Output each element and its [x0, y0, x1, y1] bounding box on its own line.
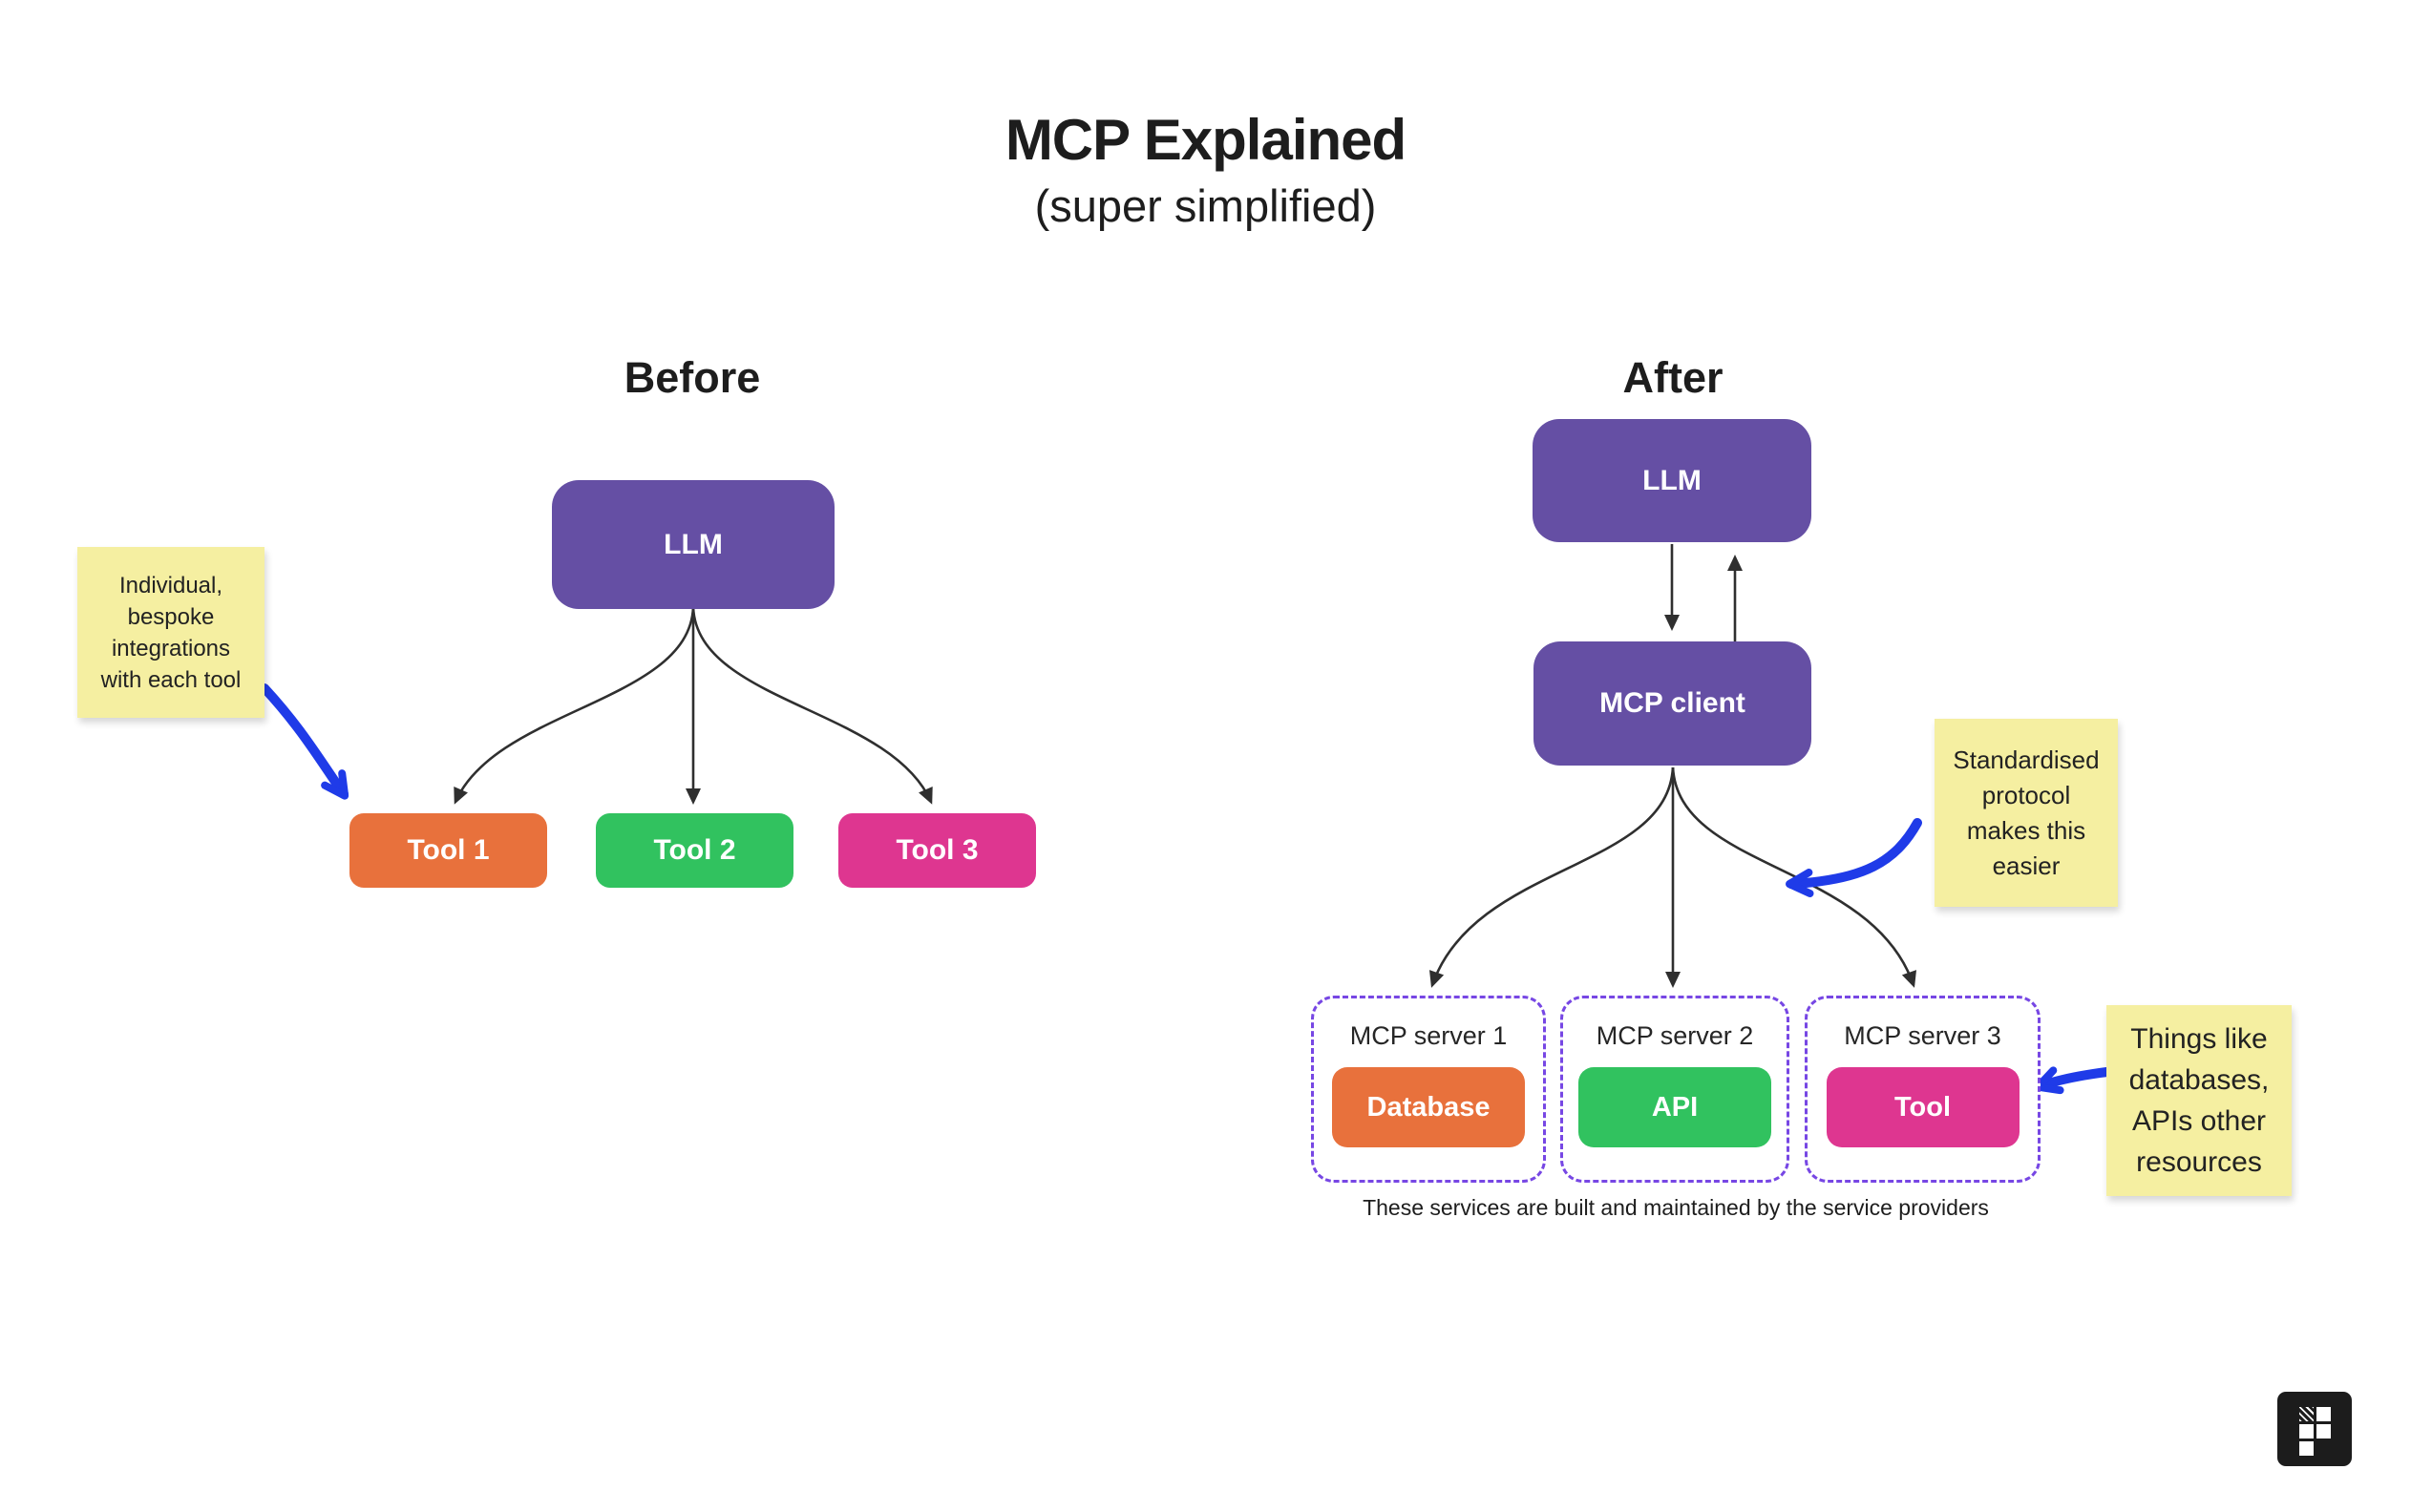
database-box: Database — [1332, 1067, 1525, 1147]
before-heading: Before — [624, 353, 761, 402]
logo-cell-empty — [2316, 1441, 2331, 1456]
tool3-label: Tool 3 — [896, 834, 979, 866]
connector-client-server3 — [1671, 766, 1916, 988]
mcp-server1-group: MCP server 1 Database — [1311, 996, 1546, 1183]
grid-logo — [2277, 1392, 2352, 1466]
mcp-server3-title: MCP server 3 — [1844, 1021, 2001, 1050]
tool-resource-label: Tool — [1893, 1091, 1952, 1123]
mcp-client-label: MCP client — [1599, 687, 1745, 719]
tool2-label: Tool 2 — [653, 834, 736, 866]
before-llm-label: LLM — [664, 528, 723, 560]
blue-arrow-note-to-tool1 — [260, 683, 349, 800]
after-llm-label: LLM — [1642, 464, 1702, 496]
mcp-client-box: MCP client — [1533, 641, 1811, 766]
grid-logo-pattern — [2299, 1407, 2331, 1456]
sticky-note-bespoke-integrations: Individual, bespoke integrations with ea… — [77, 547, 264, 718]
sticky-note-standardised-protocol: Standardised protocol makes this easier — [1935, 719, 2118, 907]
mcp-server2-group: MCP server 2 API — [1560, 996, 1789, 1183]
tool-resource-box: Tool — [1826, 1067, 2020, 1147]
blue-arrow-note-to-protocol — [1786, 818, 1922, 897]
tool1-box: Tool 1 — [349, 813, 547, 888]
mcp-server2-title: MCP server 2 — [1596, 1021, 1754, 1050]
database-label: Database — [1366, 1091, 1491, 1123]
connector-llm-tool3 — [691, 606, 933, 805]
mcp-server1-title: MCP server 1 — [1349, 1021, 1508, 1050]
after-heading: After — [1622, 353, 1724, 402]
logo-cell — [2316, 1407, 2331, 1421]
tool3-box: Tool 3 — [838, 813, 1036, 888]
logo-cell — [2316, 1424, 2331, 1438]
logo-cell — [2299, 1424, 2314, 1438]
page-title: MCP Explained — [1005, 108, 1406, 172]
sticky-note-resources: Things like databases, APIs other resour… — [2106, 1005, 2292, 1196]
mcp-server3-group: MCP server 3 Tool — [1805, 996, 2041, 1183]
connector-client-server1 — [1429, 766, 1675, 988]
api-label: API — [1651, 1091, 1699, 1123]
tool2-box: Tool 2 — [596, 813, 793, 888]
tool1-label: Tool 1 — [407, 834, 490, 866]
services-caption: These services are built and maintained … — [1363, 1195, 1989, 1220]
logo-cell-hatched — [2299, 1407, 2314, 1421]
after-llm-box: LLM — [1533, 419, 1811, 542]
page-subtitle: (super simplified) — [1034, 180, 1377, 231]
blue-arrow-note-to-tool-resource — [2034, 1066, 2120, 1095]
before-llm-box: LLM — [552, 480, 835, 609]
api-box: API — [1578, 1067, 1771, 1147]
logo-cell — [2299, 1441, 2314, 1456]
connector-llm-tool1 — [454, 606, 695, 805]
